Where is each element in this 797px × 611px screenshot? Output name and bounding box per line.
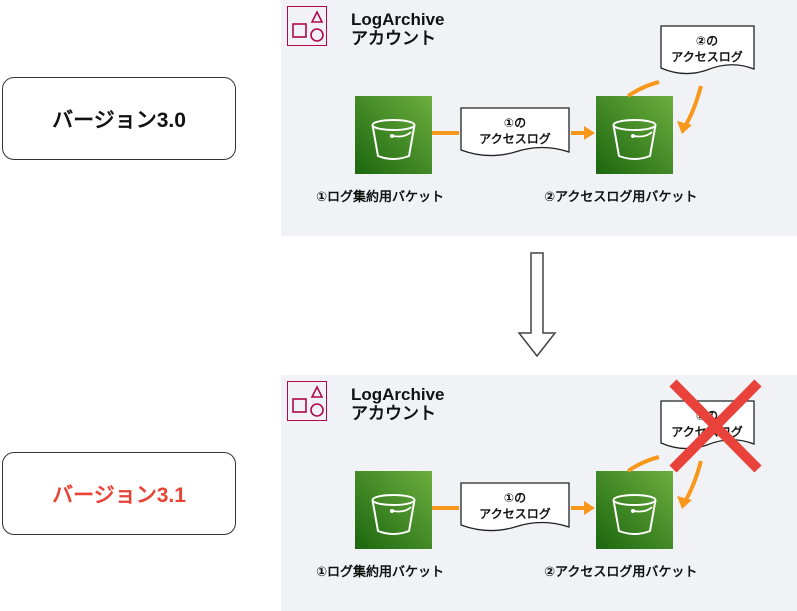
account-panel-old: LogArchive アカウント ①ログ集約用バケット ②アクセスログ用バケット — [281, 0, 797, 236]
version-old-text: バージョン3.0 — [52, 108, 186, 132]
s3-bucket-icon-access-log — [596, 471, 673, 549]
account-icon — [287, 381, 327, 421]
arrow-head — [584, 126, 595, 140]
account-panel-new: LogArchive アカウント ①ログ集約用バケット ②アクセスログ用バケット… — [281, 375, 797, 611]
bucket-label-log-aggregation: ①ログ集約用バケット — [316, 189, 445, 204]
s3-bucket-icon-log-aggregation — [355, 96, 432, 174]
doc1-text: ①の アクセスログ — [479, 116, 551, 146]
bucket-label-access-log: ②アクセスログ用バケット — [544, 189, 698, 204]
version-label-new: バージョン3.1 — [2, 452, 236, 535]
account-icon — [287, 6, 327, 46]
access-log-doc-1 — [460, 482, 570, 532]
s3-bucket-icon-log-aggregation — [355, 471, 432, 549]
arrow-curve-in — [682, 85, 703, 130]
s3-bucket-icon-access-log — [596, 96, 673, 174]
bucket-label-access-log: ②アクセスログ用バケット — [544, 564, 698, 579]
removed-cross-icon — [669, 379, 762, 473]
bucket-label-log-aggregation: ①ログ集約用バケット — [316, 564, 445, 579]
doc2-text: ②の アクセスログ — [671, 34, 743, 64]
access-log-doc-1 — [460, 107, 570, 157]
arrow-head — [677, 121, 692, 134]
version-new-text: バージョン3.1 — [52, 483, 186, 507]
access-log-doc-2 — [660, 25, 755, 75]
arrow-head — [677, 496, 692, 509]
arrow-head — [584, 501, 595, 515]
version-label-old: バージョン3.0 — [2, 77, 236, 160]
account-title: LogArchive アカウント — [351, 385, 445, 423]
doc1-text: ①の アクセスログ — [479, 491, 551, 521]
arrow-curve-out — [626, 455, 660, 473]
account-title: LogArchive アカウント — [351, 10, 445, 48]
panel-old-flow — [432, 25, 755, 157]
arrow-curve-out — [626, 80, 660, 98]
